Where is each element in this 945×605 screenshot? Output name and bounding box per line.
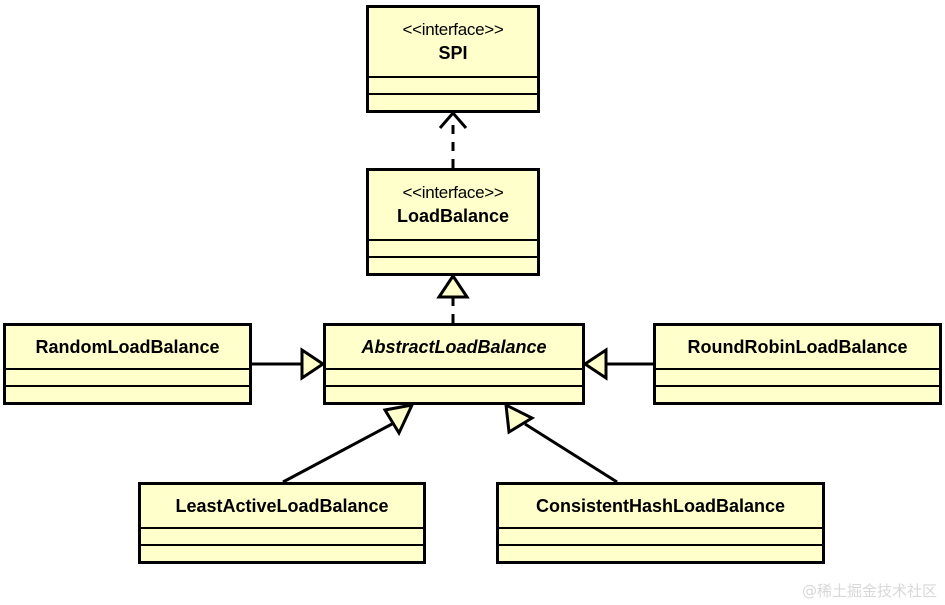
methods-compartment xyxy=(141,544,423,561)
attributes-compartment xyxy=(369,239,537,256)
class-title-spi: <<interface>> SPI xyxy=(369,8,537,76)
hollow-triangle-icon xyxy=(436,273,470,299)
methods-compartment xyxy=(369,256,537,273)
edge-leastactiveloadbalance-to-abstractloadbalance xyxy=(282,402,415,484)
edge-abstractloadbalance-to-loadbalance xyxy=(436,273,470,323)
attributes-compartment xyxy=(499,527,822,544)
class-box-loadbalance[interactable]: <<interface>> LoadBalance xyxy=(366,168,540,276)
methods-compartment xyxy=(656,385,939,402)
class-name-label: AbstractLoadBalance xyxy=(361,337,547,357)
hollow-triangle-icon xyxy=(582,347,608,381)
open-arrow-head-icon xyxy=(438,110,468,129)
methods-compartment xyxy=(499,544,822,561)
class-name-label: LoadBalance xyxy=(396,206,510,226)
class-name-label: LeastActiveLoadBalance xyxy=(175,496,389,516)
methods-compartment xyxy=(369,93,537,110)
class-name-label: SPI xyxy=(438,43,468,63)
class-box-spi[interactable]: <<interface>> SPI xyxy=(366,5,540,113)
class-title-abstractloadbalance: AbstractLoadBalance xyxy=(326,326,582,368)
class-title-randomloadbalance: RandomLoadBalance xyxy=(6,326,249,368)
attributes-compartment xyxy=(369,76,537,93)
edge-line xyxy=(282,422,393,484)
edge-consistenthashloadbalance-to-abstractloadbalance xyxy=(504,402,618,484)
class-title-roundrobinloadbalance: RoundRobinLoadBalance xyxy=(656,326,939,368)
edge-line xyxy=(524,422,618,484)
class-box-roundrobinloadbalance[interactable]: RoundRobinLoadBalance xyxy=(653,323,942,405)
stereotype-label: <<interface>> xyxy=(402,183,504,202)
class-box-abstractloadbalance[interactable]: AbstractLoadBalance xyxy=(323,323,585,405)
attributes-compartment xyxy=(326,368,582,385)
class-box-consistenthashloadbalance[interactable]: ConsistentHashLoadBalance xyxy=(496,482,825,564)
edge-loadbalance-to-spi xyxy=(438,110,468,168)
methods-compartment xyxy=(6,385,249,402)
class-name-label: ConsistentHashLoadBalance xyxy=(535,496,786,516)
stereotype-label: <<interface>> xyxy=(402,20,504,39)
class-name-label: RandomLoadBalance xyxy=(35,337,220,357)
class-title-consistenthashloadbalance: ConsistentHashLoadBalance xyxy=(499,485,822,527)
class-title-loadbalance: <<interface>> LoadBalance xyxy=(369,171,537,239)
attributes-compartment xyxy=(141,527,423,544)
class-box-leastactiveloadbalance[interactable]: LeastActiveLoadBalance xyxy=(138,482,426,564)
attributes-compartment xyxy=(656,368,939,385)
edge-randomloadbalance-to-abstractloadbalance xyxy=(252,347,326,381)
hollow-triangle-icon xyxy=(382,402,415,437)
attributes-compartment xyxy=(6,368,249,385)
watermark-label: @稀土掘金技术社区 xyxy=(801,582,937,600)
hollow-triangle-icon xyxy=(504,402,536,435)
hollow-triangle-icon xyxy=(300,347,326,381)
class-box-randomloadbalance[interactable]: RandomLoadBalance xyxy=(3,323,252,405)
class-title-leastactiveloadbalance: LeastActiveLoadBalance xyxy=(141,485,423,527)
methods-compartment xyxy=(326,385,582,402)
class-name-label: RoundRobinLoadBalance xyxy=(687,337,908,357)
edge-roundrobinloadbalance-to-abstractloadbalance xyxy=(582,347,653,381)
